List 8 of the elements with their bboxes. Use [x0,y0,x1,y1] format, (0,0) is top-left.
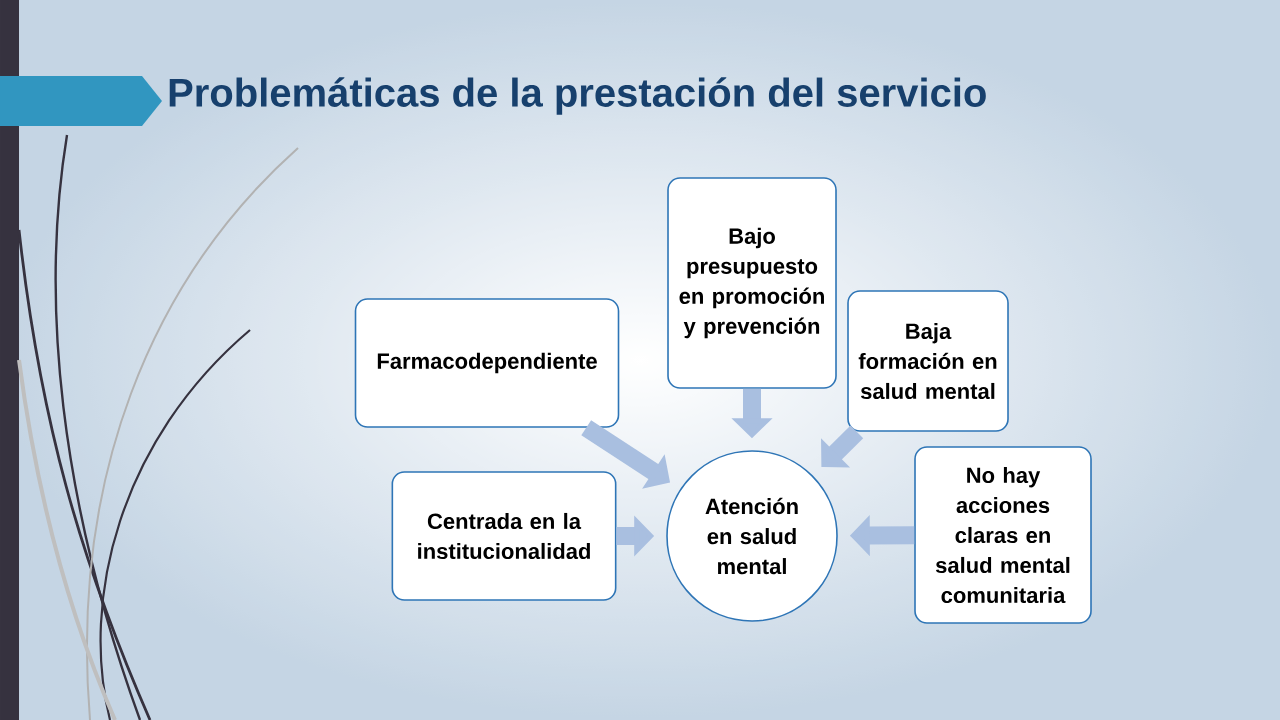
text-box: Bajo presupuesto en promoción y prevención [667,177,837,389]
text-box: Centrada en la institucionalidad [391,471,617,601]
text-box: No hay acciones claras en salud mental comunitaria [914,446,1092,624]
circle-node: Atención en salud mental [666,450,838,622]
text-box: Baja formación en salud mental [847,290,1009,432]
text-box: Farmacodependiente [354,298,620,428]
block-arrow [821,425,864,468]
title: Problemáticas de la prestación del servicio [169,77,986,115]
